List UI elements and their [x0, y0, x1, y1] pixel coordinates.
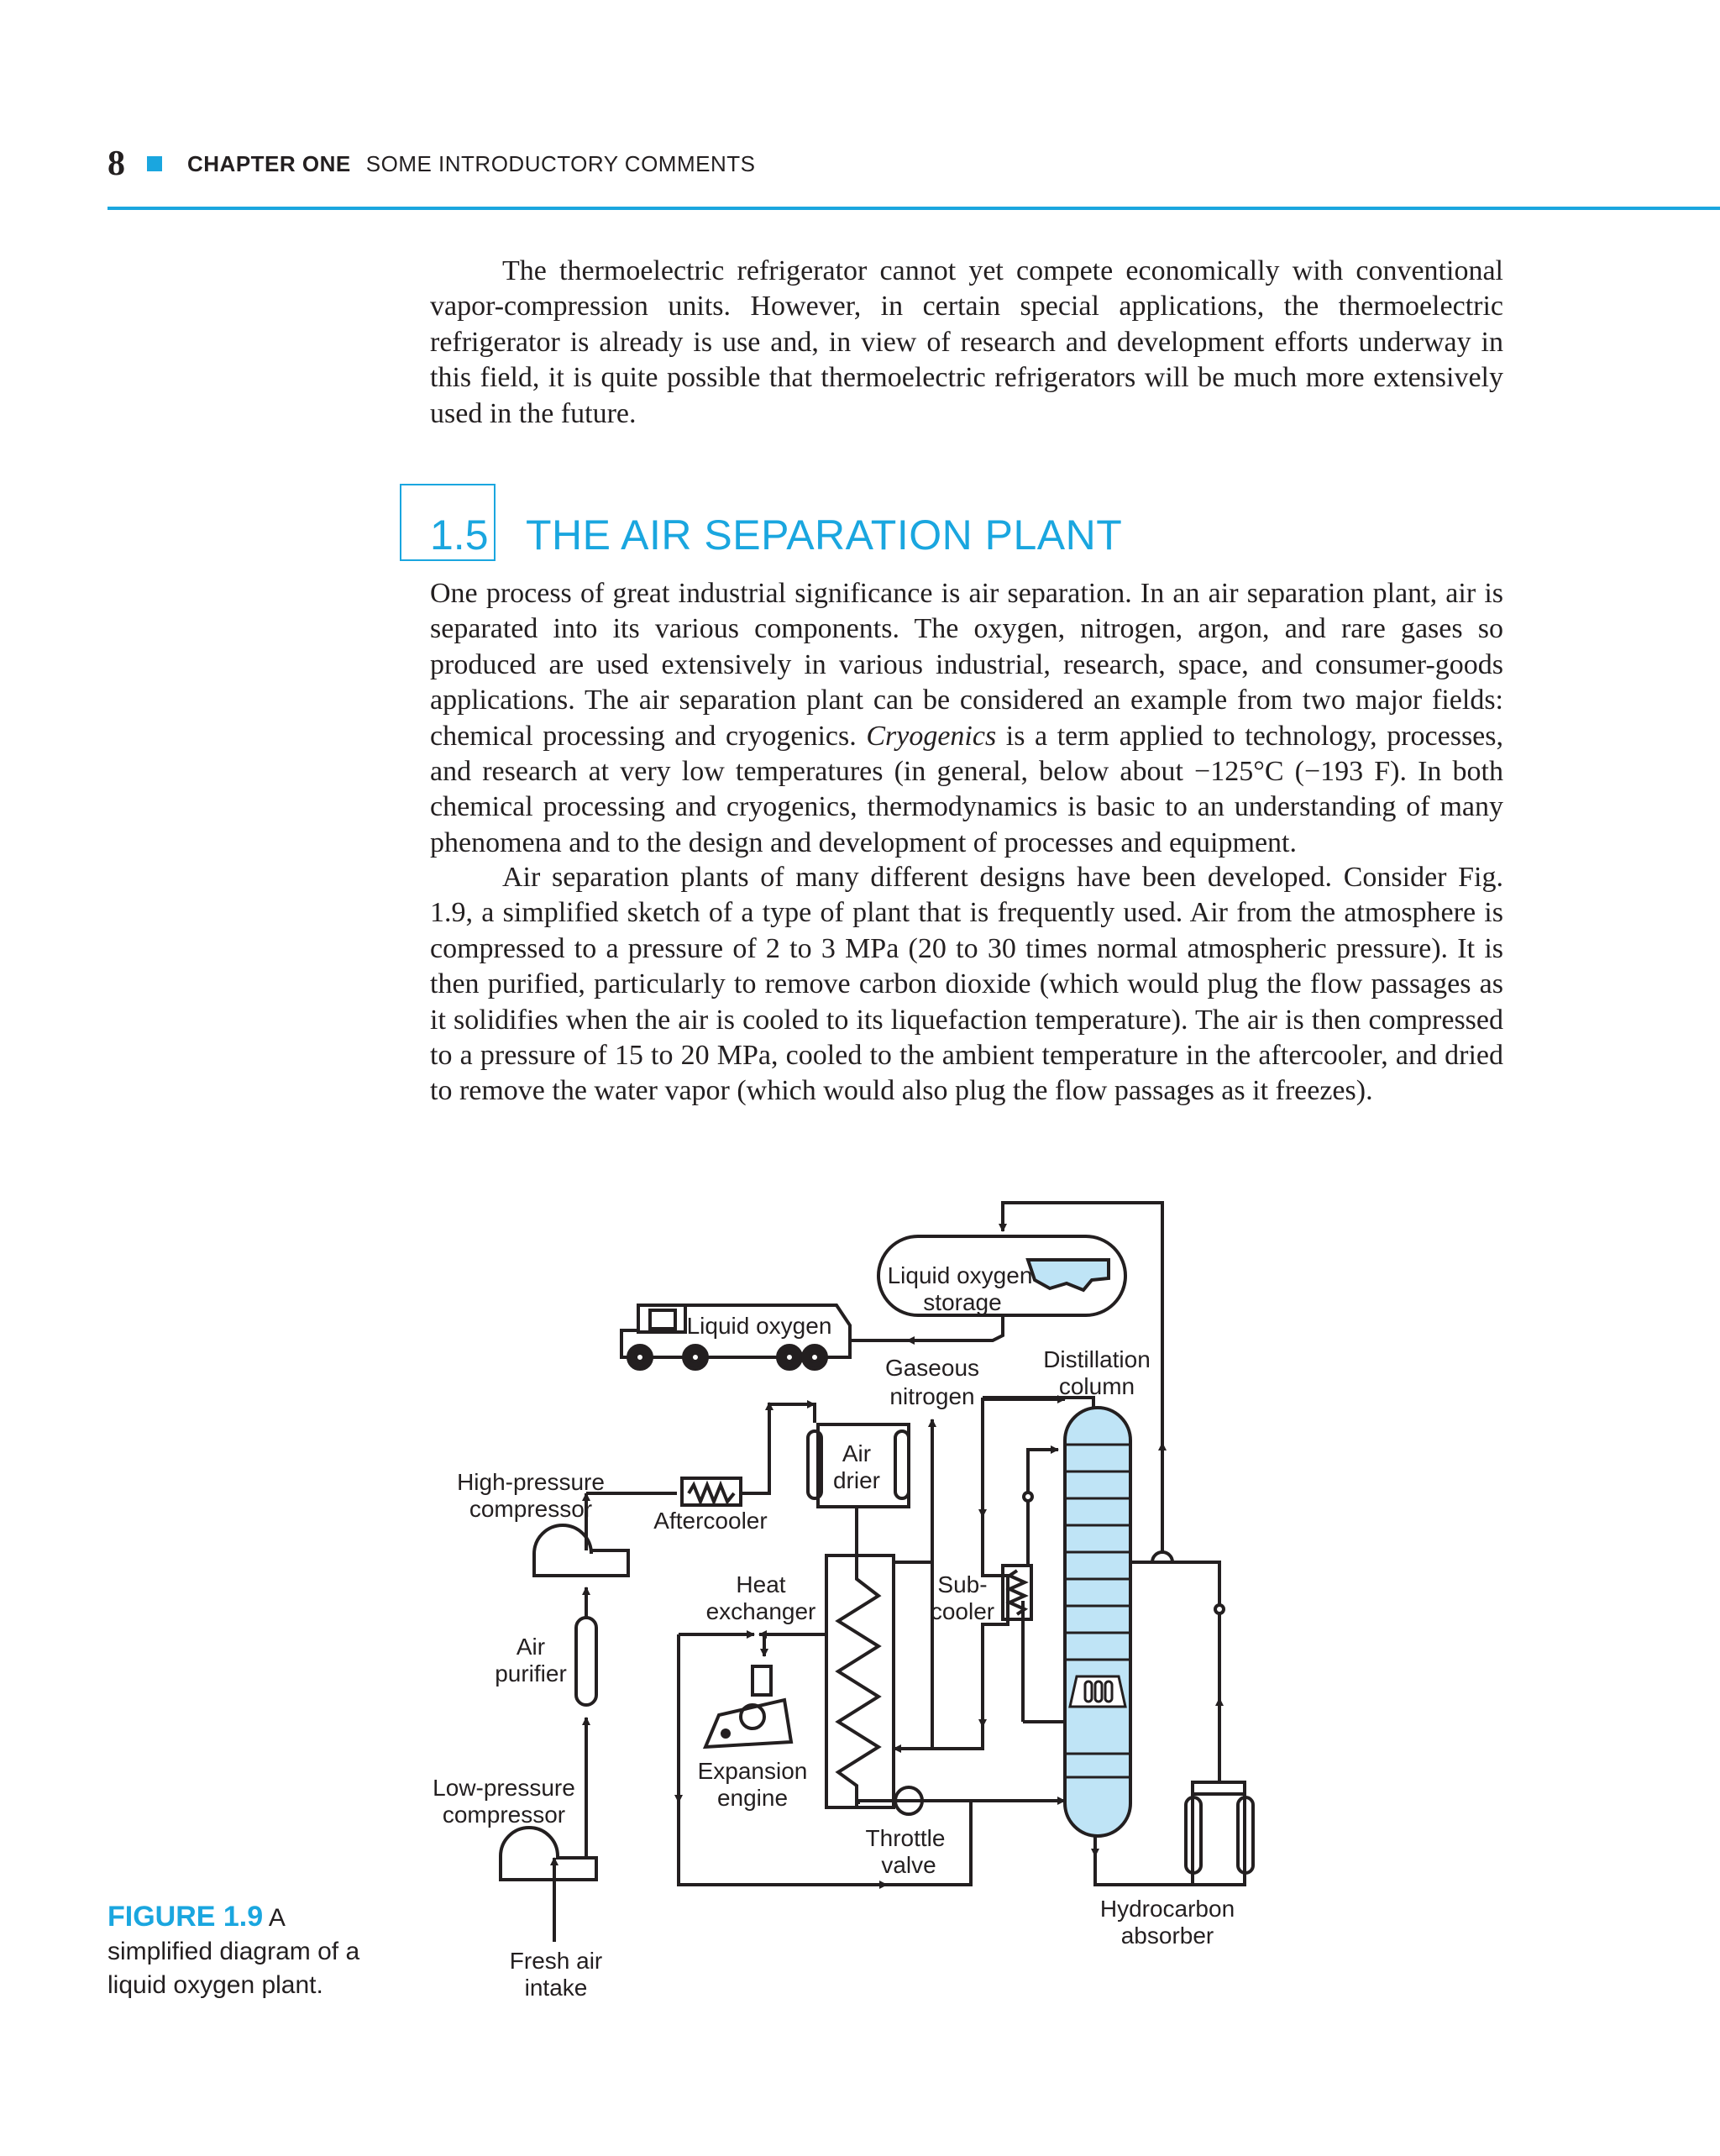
header-rule	[108, 207, 1720, 210]
column-trays	[1065, 1443, 1130, 1779]
label-high-pressure-compressor: High-pressure	[457, 1469, 605, 1495]
label-subcooler: Sub-	[937, 1571, 987, 1597]
label-gaseous-nitrogen: Gaseous	[885, 1355, 979, 1381]
term-cryogenics: Cryogenics	[866, 720, 997, 752]
label-air-drier: drier	[833, 1467, 880, 1493]
label-aftercooler: Aftercooler	[653, 1508, 767, 1534]
label-expansion-engine: engine	[717, 1785, 788, 1811]
label-hydrocarbon-absorber: absorber	[1121, 1923, 1214, 1949]
chapter-title: SOME INTRODUCTORY COMMENTS	[365, 150, 756, 176]
truck-icon	[620, 1304, 852, 1371]
chapter-label: CHAPTER ONE	[187, 150, 351, 176]
section-number: 1.5	[430, 511, 489, 559]
figure-caption: FIGURE 1.9 A simplified diagram of a liq…	[108, 1900, 393, 2002]
paragraph-air-separation: One process of great industrial signific…	[430, 576, 1503, 861]
paragraph-thermoelectric: The thermoelectric refrigerator cannot y…	[430, 255, 1503, 429]
page-number: 8	[108, 144, 125, 183]
label-air-purifier: purifier	[495, 1660, 567, 1687]
distillation-column-icon	[1063, 1406, 1132, 1838]
label-fresh-air-intake: Fresh air	[510, 1948, 602, 1974]
paragraph-text: One process of great industrial signific…	[430, 578, 1503, 752]
label-liquid-oxygen-storage: Liquid oxygen	[888, 1262, 1033, 1288]
label-heat-exchanger: Heat	[736, 1571, 785, 1597]
label-heat-exchanger: exchanger	[706, 1598, 816, 1624]
expansion-engine-icon	[702, 1665, 794, 1749]
label-low-pressure-compressor: compressor	[443, 1802, 565, 1828]
label-air-drier: Air	[842, 1440, 871, 1466]
label-subcooler: cooler	[931, 1598, 994, 1624]
label-fresh-air-intake: intake	[525, 1975, 588, 2001]
heat-exchanger-icon	[825, 1554, 895, 1809]
paragraph-plant-description: Air separation plants of many different …	[430, 862, 1503, 1107]
high-pressure-compressor-icon	[532, 1524, 630, 1577]
running-header: 8 CHAPTER ONE SOME INTRODUCTORY COMMENTS	[108, 141, 1720, 186]
figure-caption-text: A simplified diagram of a liquid oxygen …	[108, 1904, 360, 1999]
label-hydrocarbon-absorber: Hydrocarbon	[1100, 1896, 1235, 1922]
label-liquid-oxygen-truck: Liquid oxygen	[687, 1313, 832, 1339]
section-title: THE AIR SEPARATION PLANT	[526, 511, 1123, 559]
label-high-pressure-compressor: compressor	[469, 1496, 592, 1522]
label-air-purifier: Air	[517, 1634, 545, 1660]
paragraph-text: is a term applied to technology, process…	[430, 720, 1503, 858]
label-liquid-oxygen-storage: storage	[923, 1289, 1001, 1315]
label-expansion-engine: Expansion	[698, 1758, 808, 1784]
label-distillation-column: Distillation	[1043, 1346, 1151, 1372]
label-throttle-valve: valve	[881, 1852, 936, 1878]
label-distillation-column: column	[1059, 1373, 1135, 1399]
low-pressure-compressor-icon	[499, 1826, 598, 1881]
air-purifier-icon	[574, 1616, 598, 1707]
label-throttle-valve: Throttle	[866, 1825, 946, 1851]
figure-label: FIGURE 1.9	[108, 1901, 264, 1933]
subcooler-icon	[1001, 1564, 1033, 1621]
header-square-icon	[147, 156, 162, 171]
label-low-pressure-compressor: Low-pressure	[433, 1775, 575, 1801]
label-gaseous-nitrogen: nitrogen	[889, 1383, 974, 1409]
section-number-box	[400, 484, 496, 561]
